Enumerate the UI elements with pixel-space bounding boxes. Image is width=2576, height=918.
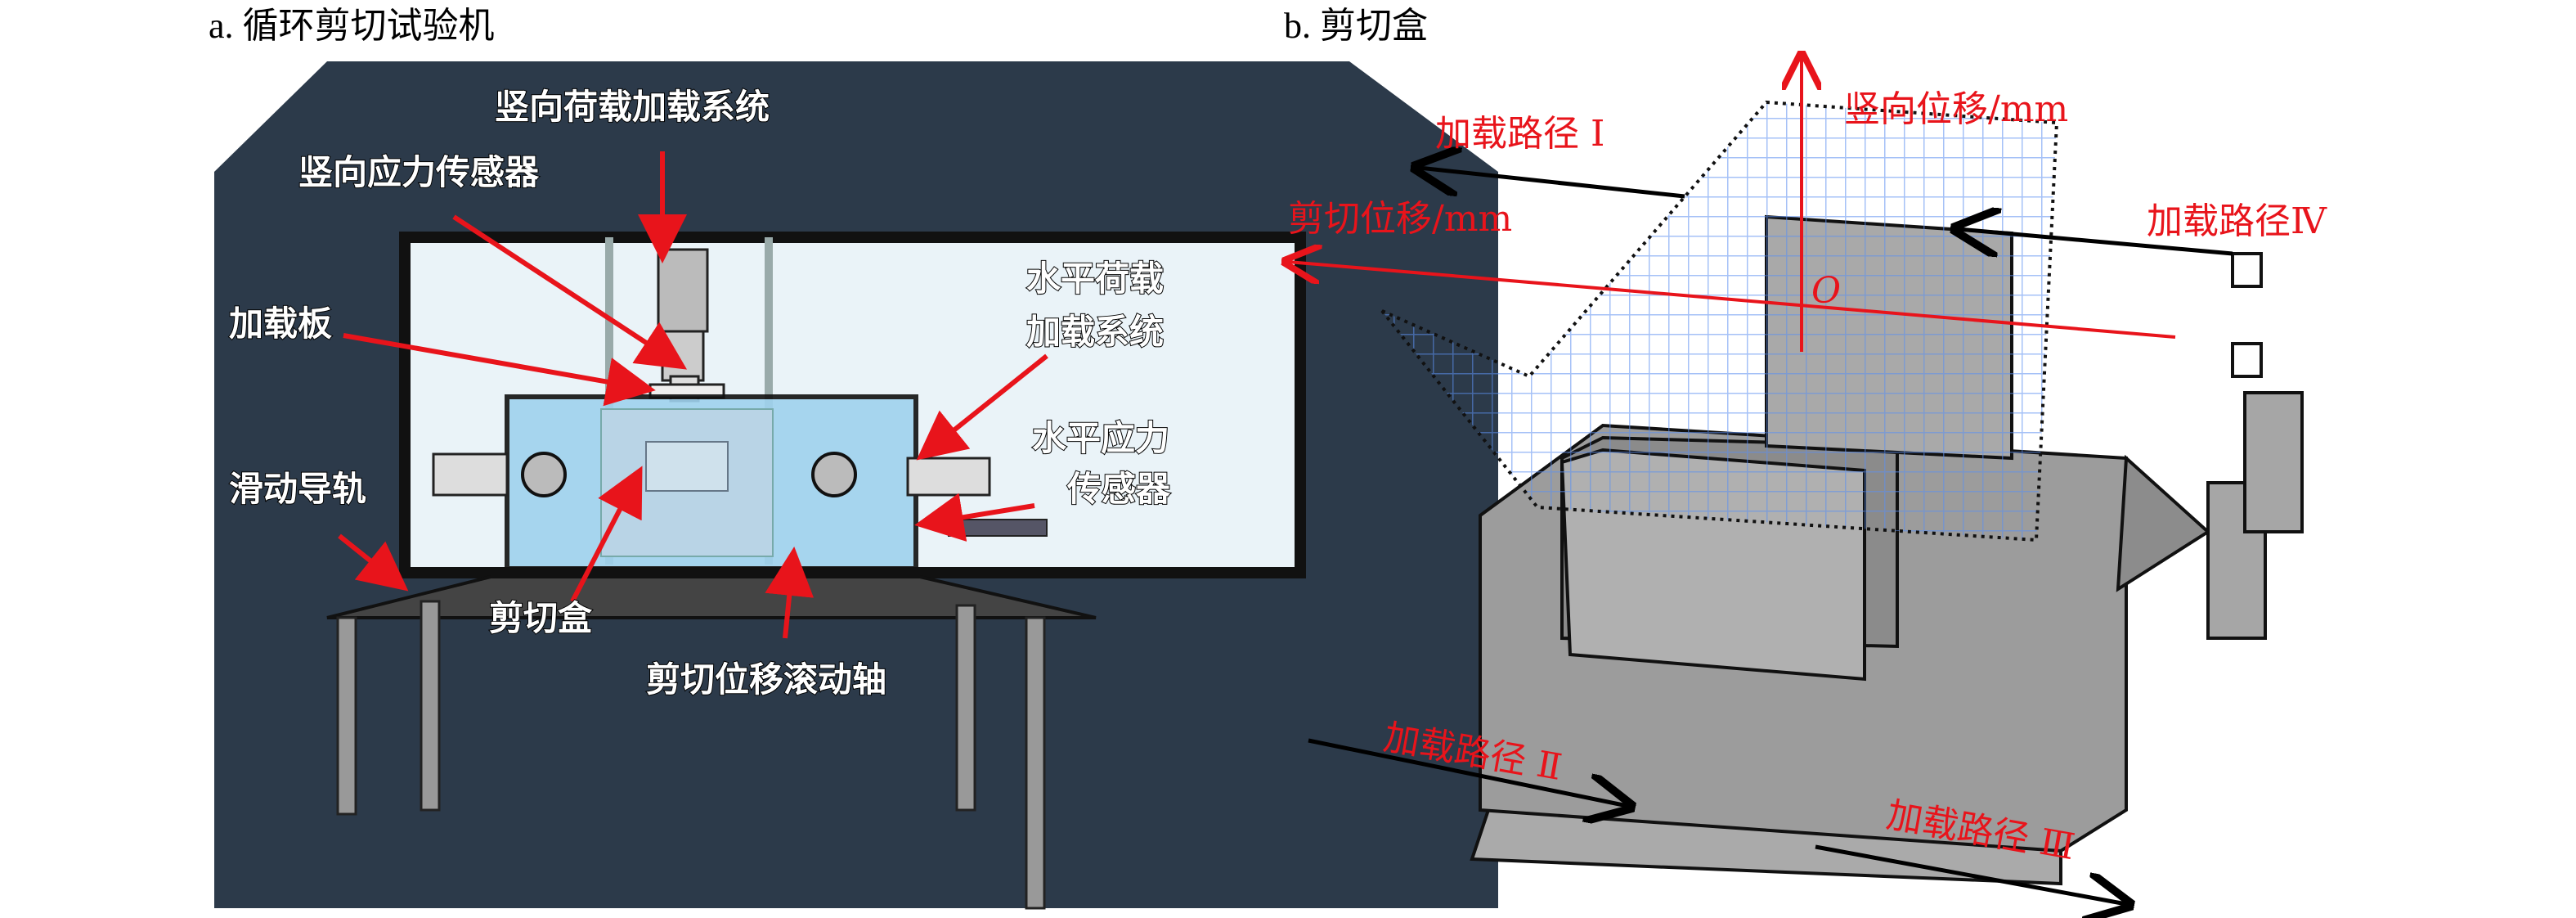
label-horizontal-stress-2: 传感器 (1066, 469, 1171, 509)
shear-axis (1288, 262, 2176, 339)
panel-b-caption: b. 剪切盒 (1284, 6, 1428, 46)
shear-box-grid-overlay (1380, 100, 2059, 542)
path-3-arrow (1815, 844, 2126, 904)
label-path-4: 加载路径Ⅳ (2147, 200, 2327, 242)
panel-a-caption: a. 循环剪切试验机 (209, 6, 495, 46)
label-vertical-loading-system: 竖向荷载加载系统 (495, 87, 770, 127)
label-vertical-displacement: 竖向位移/mm (1844, 88, 2068, 130)
path-4-arrow (1959, 229, 2233, 254)
label-horizontal-loading-1: 水平荷载 (1026, 259, 1164, 299)
label-shear-box: 剪切盒 (489, 598, 593, 638)
label-origin: O (1811, 270, 1841, 312)
label-horizontal-stress-1: 水平应力 (1032, 418, 1169, 458)
label-shear-displacement: 剪切位移/mm (1288, 198, 1512, 240)
sliding-rails-legs (326, 575, 1097, 910)
path-2-arrow (1308, 738, 1627, 806)
panel-b-shear-box: b. 剪切盒 竖向位移/mm 加载路径 (1284, 6, 2327, 904)
label-loading-plate: 加载板 (229, 304, 332, 344)
label-shear-roller: 剪切位移滚动轴 (646, 659, 886, 700)
label-sliding-rail: 滑动导轨 (229, 469, 366, 509)
path-1-arrow (1419, 168, 1685, 199)
label-horizontal-loading-2: 加载系统 (1026, 312, 1164, 352)
panel-a-test-machine: a. 循环剪切试验机 (209, 6, 1498, 910)
label-path-1: 加载路径 Ⅰ (1435, 113, 1604, 155)
label-vertical-stress-sensor: 竖向应力传感器 (298, 152, 540, 192)
